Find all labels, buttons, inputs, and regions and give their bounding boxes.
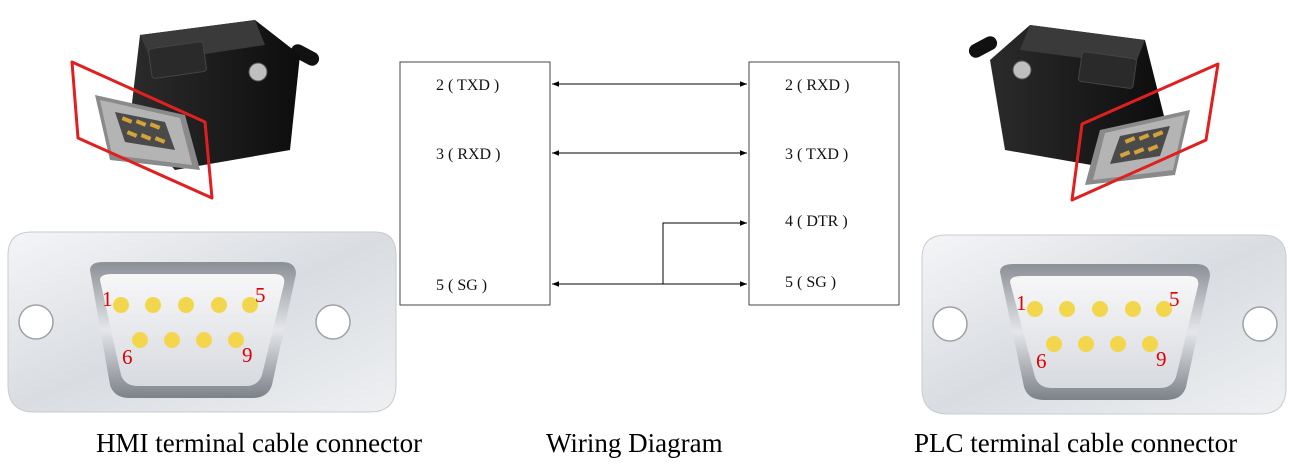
left-pin-sg: 5 ( SG ) [436,277,487,294]
plc-connector-3d-image [968,25,1220,202]
plc-pin-1-label: 1 [1016,291,1027,315]
wiring-diagram: 2 ( TXD ) 3 ( RXD ) 5 ( SG ) 2 ( RXD ) 3… [399,61,900,306]
plc-highlight-outline [1070,62,1220,202]
hmi-pin-box [399,61,551,306]
wiring-caption: Wiring Diagram [546,428,723,458]
hmi-pin-9-label: 9 [242,343,253,367]
hmi-mount-hole-right [315,304,351,340]
hmi-pin-1-label: 1 [102,287,113,311]
plc-connector: 1 5 6 9 [921,25,1287,415]
left-pin-txd: 2 ( TXD ) [436,77,499,94]
right-pin-dtr: 4 ( DTR ) [785,213,848,230]
right-pin-txd: 3 ( TXD ) [785,146,848,163]
plc-pin-5-label: 5 [1169,287,1180,311]
right-pin-sg: 5 ( SG ) [785,274,836,291]
plc-caption: PLC terminal cable connector [914,428,1238,458]
hmi-pin-6-label: 6 [122,345,133,369]
plc-pin-6-label: 6 [1036,349,1047,373]
left-pin-rxd: 3 ( RXD ) [436,146,500,163]
hmi-connector: 1 5 6 9 [7,20,397,413]
plc-pins [1027,301,1172,352]
hmi-pin-5-label: 5 [255,283,266,307]
plc-pinout-diagram: 1 5 6 9 [921,234,1287,415]
hmi-mount-hole-left [18,304,54,340]
plc-mount-hole-right [1242,306,1278,342]
plc-pin-9-label: 9 [1156,347,1167,371]
wire-sg-dtr-branch [662,220,747,284]
scene: 1 5 6 9 2 ( TXD ) 3 ( RXD ) 5 ( SG ) 2 (… [7,20,1287,415]
right-pin-rxd: 2 ( RXD ) [785,77,849,94]
hmi-pins [113,297,258,348]
hmi-pinout-diagram: 1 5 6 9 [7,231,397,413]
hmi-caption: HMI terminal cable connector [96,428,423,458]
hmi-highlight-outline [70,60,214,200]
plc-pin-box [748,61,900,306]
plc-mount-hole-left [932,306,968,342]
hmi-connector-3d-image [70,20,320,200]
